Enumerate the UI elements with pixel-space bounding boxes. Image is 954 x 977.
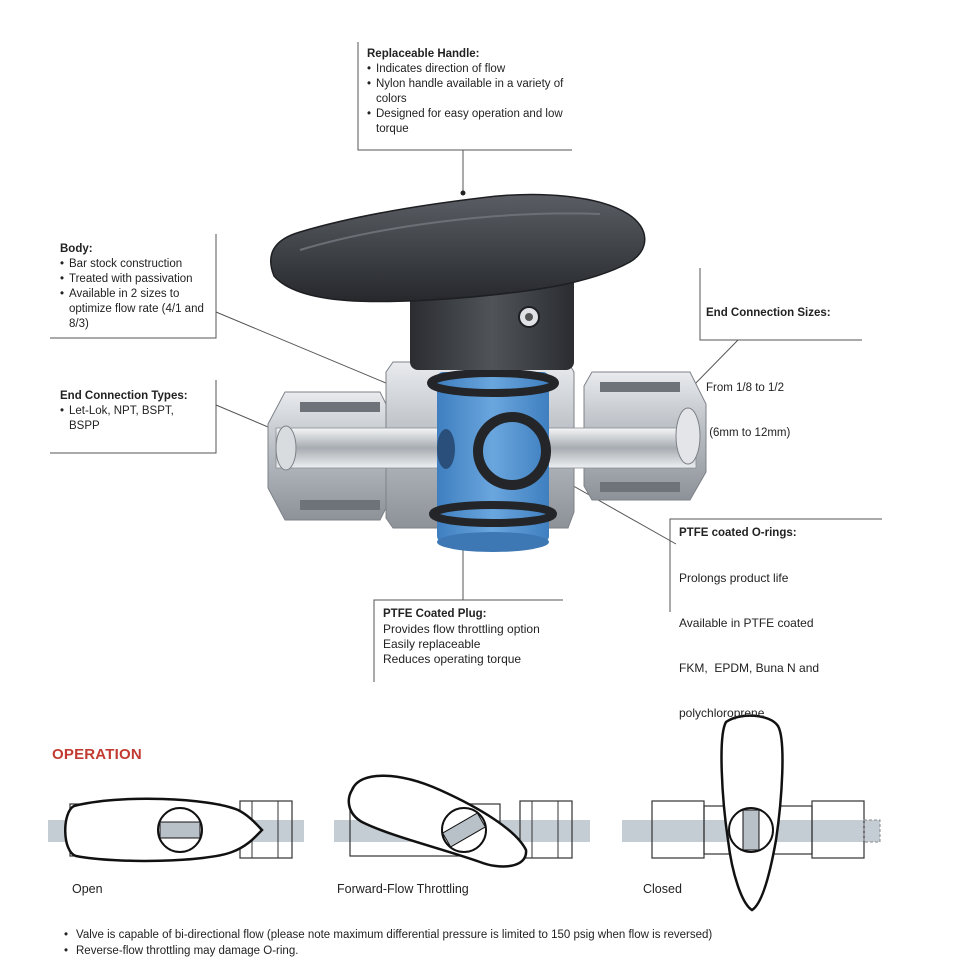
callout-item: Let-Lok, NPT, BSPT, BSPP — [60, 404, 200, 434]
handle — [270, 193, 646, 370]
callout-line: Provides flow throttling option — [383, 622, 540, 636]
op-label-throttling: Forward-Flow Throttling — [337, 882, 469, 896]
callout-item: Indicates direction of flow — [367, 62, 567, 77]
callout-title: Replaceable Handle: — [367, 48, 480, 60]
callout-title: PTFE Coated Plug: — [383, 608, 487, 620]
callout-end-connection-types: End Connection Types: Let-Lok, NPT, BSPT… — [60, 389, 200, 434]
note-item: Valve is capable of bi-directional flow … — [64, 927, 712, 943]
callout-line: FKM, EPDM, Buna N and — [679, 661, 820, 675]
op-label-closed: Closed — [643, 882, 682, 896]
op-label-open: Open — [72, 882, 103, 896]
callout-title: Body: — [60, 243, 93, 255]
callout-line: (6mm to 12mm) — [706, 427, 791, 439]
note-item: Reverse-flow throttling may damage O-rin… — [64, 943, 712, 959]
callout-line: polychloroprene — [679, 706, 765, 720]
callout-item: Available in 2 sizes to optimize flow ra… — [60, 287, 212, 332]
callout-end-connection-sizes: End Connection Sizes: From 1/8 to 1/2 (6… — [706, 276, 856, 486]
callout-ptfe-o-rings: PTFE coated O-rings: Prolongs product li… — [679, 526, 879, 751]
callout-line: From 1/8 to 1/2 — [706, 382, 784, 394]
callout-title: End Connection Sizes: — [706, 307, 831, 319]
callout-item: Nylon handle available in a variety of c… — [367, 77, 567, 107]
op-open-figure — [48, 797, 304, 863]
operation-notes: Valve is capable of bi-directional flow … — [64, 927, 712, 959]
callout-line: Prolongs product life — [679, 571, 789, 585]
operation-heading: OPERATION — [52, 746, 142, 763]
callout-item: Bar stock construction — [60, 257, 212, 272]
ptfe-plug — [427, 369, 559, 552]
callout-line: Easily replaceable — [383, 637, 481, 651]
callout-body: Body: Bar stock construction Treated wit… — [60, 242, 212, 332]
callout-replaceable-handle: Replaceable Handle: Indicates direction … — [367, 47, 567, 137]
callout-item: Designed for easy operation and low torq… — [367, 107, 567, 137]
callout-title: End Connection Types: — [60, 390, 188, 402]
op-closed-figure — [622, 714, 881, 912]
callout-ptfe-plug: PTFE Coated Plug: Provides flow throttli… — [383, 607, 563, 667]
callout-line: Reduces operating torque — [383, 652, 522, 666]
callout-line: Available in PTFE coated — [679, 616, 814, 630]
callout-item: Treated with passivation — [60, 272, 212, 287]
callout-title: PTFE coated O-rings: — [679, 527, 797, 539]
op-throttle-figure — [334, 774, 590, 868]
